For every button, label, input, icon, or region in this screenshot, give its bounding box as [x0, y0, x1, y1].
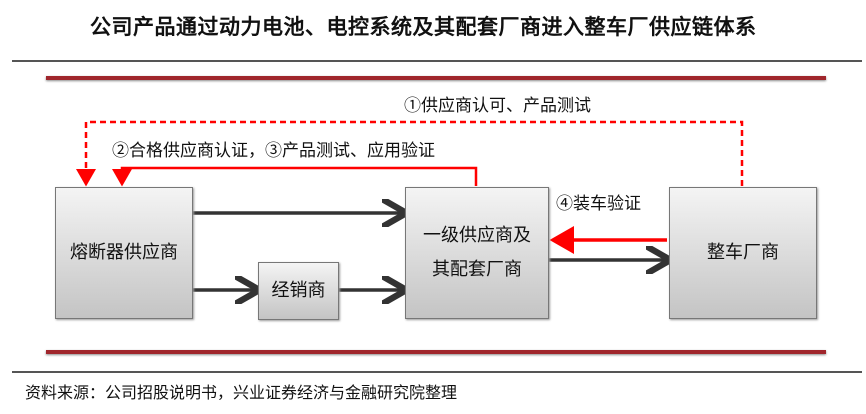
figure-title: 公司产品通过动力电池、电控系统及其配套厂商进入整车厂供应链体系 — [90, 14, 757, 39]
node-label-line2: 其配套厂商 — [432, 259, 522, 280]
step1-label: ①供应商认可、产品测试 — [404, 96, 591, 116]
bottom-divider — [12, 371, 862, 373]
step2-3-label: ②合格供应商认证，③产品测试、应用验证 — [112, 141, 435, 161]
node-label: 经销商 — [271, 279, 326, 301]
node-label: 整车厂商 — [707, 241, 779, 263]
dashed-arrow-oem-to-fuse — [76, 120, 744, 187]
node-tier1-supplier: 一级供应商及其配套厂商 — [405, 187, 549, 319]
source-note: 资料来源：公司招股说明书，兴业证券经济与金融研究院整理 — [25, 383, 458, 402]
step4-label: ④装车验证 — [556, 194, 641, 214]
node-fuse-supplier: 熔断器供应商 — [55, 187, 193, 319]
solid-arrow-tier1-to-fuse — [112, 166, 478, 187]
bottom-red-rule — [46, 350, 826, 354]
top-red-rule — [46, 76, 826, 80]
node-distributor: 经销商 — [258, 262, 339, 320]
node-oem: 整车厂商 — [669, 187, 817, 319]
top-divider — [12, 60, 862, 62]
node-label-line1: 一级供应商及 — [423, 224, 531, 246]
node-label: 熔断器供应商 — [70, 241, 178, 263]
